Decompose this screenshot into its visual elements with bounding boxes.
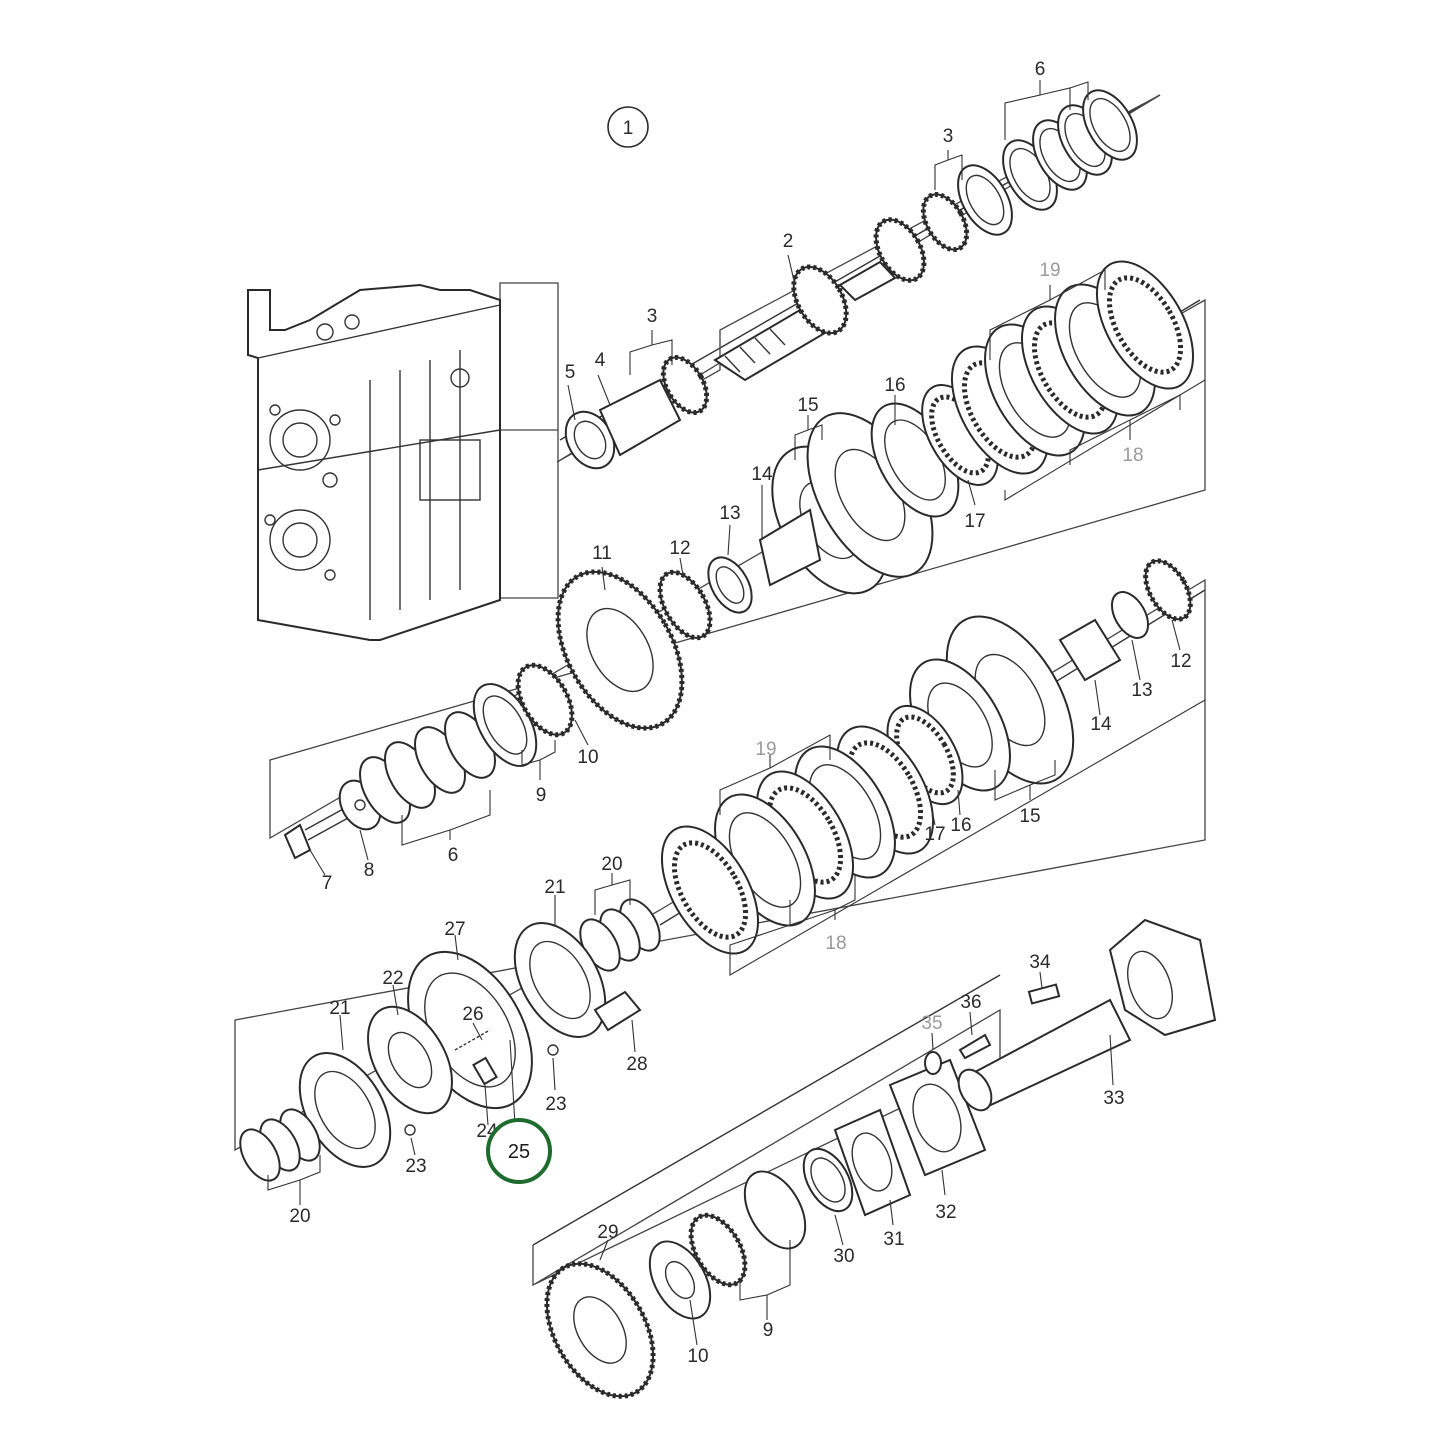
- part-label-36: 36: [960, 992, 981, 1013]
- part-label-15-upper: 15: [797, 395, 818, 416]
- assembly-marker: 1: [607, 106, 649, 148]
- part-label-8: 8: [364, 860, 375, 881]
- part-label-10-lower: 10: [687, 1346, 708, 1367]
- part-label-11: 11: [592, 543, 612, 564]
- part-label-12-upper: 12: [669, 538, 690, 559]
- part-label-21-lower: 21: [329, 998, 350, 1019]
- part-label-14-lower: 14: [1090, 714, 1112, 735]
- part-label-10-upper: 10: [577, 747, 598, 768]
- part-label-20-lower: 20: [289, 1206, 310, 1227]
- part-label-17-lower: 17: [924, 824, 945, 845]
- part-label-17-upper: 17: [964, 511, 985, 532]
- part-label-15-lower: 15: [1019, 806, 1040, 827]
- part-label-18-upper: 18: [1122, 445, 1143, 466]
- part-label-27: 27: [444, 919, 465, 940]
- highlighted-callout-label: 25: [508, 1141, 530, 1163]
- part-label-31: 31: [883, 1229, 904, 1250]
- part-label-30: 30: [833, 1246, 854, 1267]
- part-label-35: 35: [921, 1013, 942, 1034]
- part-label-6-top: 6: [1035, 59, 1046, 80]
- part-label-9-lower: 9: [763, 1320, 774, 1341]
- output-shaft-group: [532, 918, 1217, 1399]
- part-label-20-upper: 20: [601, 854, 622, 875]
- part-label-32: 32: [935, 1202, 956, 1223]
- part-label-13-lower: 13: [1131, 680, 1152, 701]
- assembly-marker-text: 1: [623, 118, 634, 139]
- gearbox-housing-illustration: [247, 282, 559, 641]
- part-label-18-lower: 18: [825, 933, 846, 954]
- part-label-4: 4: [595, 350, 606, 371]
- clutch-pack-lower-group: [234, 558, 1206, 1152]
- part-label-23-right: 23: [545, 1094, 566, 1115]
- part-label-9-upper: 9: [536, 785, 547, 806]
- part-label-16-upper: 16: [884, 375, 905, 396]
- part-label-23-left: 23: [405, 1156, 426, 1177]
- synchronizer-group: [239, 895, 642, 1205]
- part-label-29: 29: [597, 1222, 618, 1243]
- part-label-7: 7: [322, 873, 333, 894]
- part-label-13-upper: 13: [719, 503, 740, 524]
- countershaft-group: [283, 485, 763, 876]
- part-label-2: 2: [783, 231, 794, 252]
- part-label-34: 34: [1029, 952, 1051, 973]
- part-label-22: 22: [382, 968, 403, 989]
- part-label-3-lower: 3: [647, 306, 658, 327]
- part-label-16-lower: 16: [950, 815, 971, 836]
- clutch-pack-upper-group: [269, 260, 1206, 840]
- input-shaft-group: [556, 80, 1161, 470]
- part-label-5: 5: [565, 362, 576, 383]
- part-label-21-upper: 21: [544, 877, 565, 898]
- part-label-3-upper: 3: [943, 126, 954, 147]
- part-label-28: 28: [626, 1054, 647, 1075]
- part-label-33: 33: [1103, 1088, 1124, 1109]
- part-label-19-lower: 19: [755, 739, 776, 760]
- part-label-14-upper: 14: [751, 464, 773, 485]
- part-label-26: 26: [462, 1004, 483, 1025]
- part-label-6-lower: 6: [448, 845, 459, 866]
- part-label-19-upper: 19: [1039, 260, 1060, 281]
- highlighted-callout-25[interactable]: 25: [486, 1118, 552, 1184]
- part-label-12-lower: 12: [1170, 651, 1191, 672]
